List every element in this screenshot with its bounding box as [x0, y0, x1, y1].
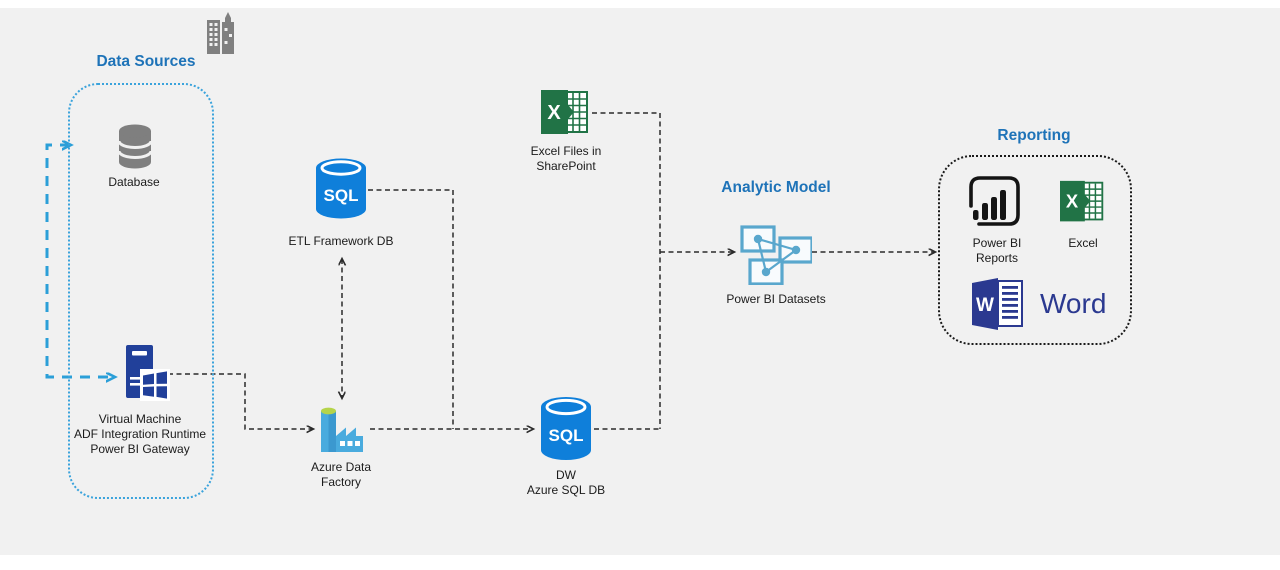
excel-report-x-text: X	[1066, 191, 1079, 212]
power-bi-datasets-icon	[740, 221, 812, 285]
etl-framework-db-icon: SQL	[313, 157, 369, 221]
azure-data-factory-label: Azure Data Factory	[310, 460, 372, 489]
reporting-title: Reporting	[997, 127, 1071, 144]
excel-sharepoint-label: Excel Files in SharePoint	[530, 144, 602, 173]
virtual-machine-label: Virtual Machine ADF Integration Runtime …	[73, 412, 207, 456]
azure-data-factory-icon	[316, 403, 368, 455]
dw-azure-sql-label: DW Azure SQL DB	[526, 468, 606, 497]
power-bi-reports-label: Power BI Reports	[972, 236, 1022, 265]
word-w-text: W	[976, 295, 994, 316]
database-label: Database	[108, 175, 160, 189]
word-report-label: Word	[1040, 288, 1107, 319]
word-report-icon: W	[972, 278, 1028, 330]
etl-framework-db-label: ETL Framework DB	[288, 234, 394, 248]
excel-sharepoint-icon: X	[541, 88, 591, 138]
database-icon	[116, 123, 154, 171]
excel-report-icon: X	[1060, 179, 1106, 225]
dw-sql-text: SQL	[549, 426, 584, 445]
virtual-machine-icon	[120, 345, 170, 405]
excel-report-label: Excel	[1068, 236, 1098, 250]
data-sources-title: Data Sources	[96, 53, 196, 70]
dw-azure-sql-icon: SQL	[538, 395, 594, 463]
buildings-icon	[205, 12, 239, 56]
data-sources-box	[68, 83, 214, 499]
etl-sql-text: SQL	[324, 186, 359, 205]
reporting-box	[938, 155, 1132, 345]
power-bi-reports-icon	[966, 174, 1024, 228]
analytic-model-title: Analytic Model	[721, 179, 831, 196]
power-bi-datasets-label: Power BI Datasets	[726, 292, 826, 306]
excel-sharepoint-x-text: X	[547, 102, 561, 124]
